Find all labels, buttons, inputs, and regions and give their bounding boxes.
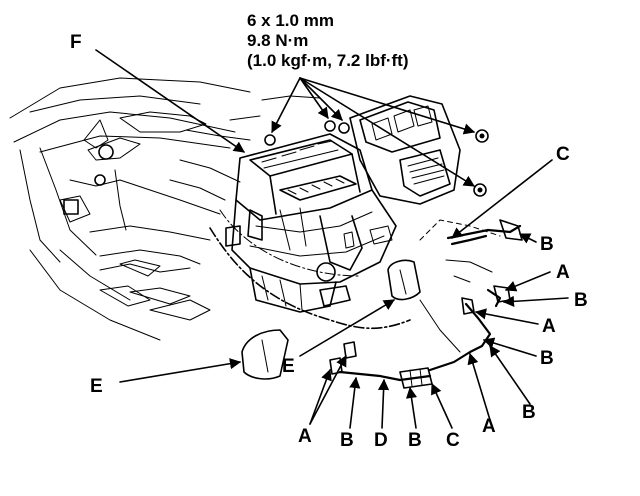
callout-b-3: B — [540, 348, 554, 369]
callout-bottom-a2: A — [482, 416, 496, 437]
torque-nm-label: 9.8 N·m — [247, 31, 308, 50]
duct-e-drawing — [241, 259, 421, 380]
drain-hose-drawing — [209, 209, 523, 389]
callout-f: F — [70, 32, 82, 53]
heater-unit-drawing — [225, 95, 489, 313]
callout-b-2: B — [574, 290, 588, 311]
leader-lines — [95, 49, 569, 429]
callout-e-mid: E — [282, 356, 295, 377]
callout-a-2: A — [542, 316, 556, 337]
callout-e-left: E — [90, 376, 103, 397]
callout-bottom-b1: B — [340, 430, 354, 451]
callout-b-1: B — [540, 234, 554, 255]
torque-alt-label: (1.0 kgf·m, 7.2 lbf·ft) — [247, 51, 409, 70]
callout-labels: F C B A B A B B E E A B D B C A — [70, 32, 588, 451]
callout-bottom-a1: A — [298, 426, 312, 447]
callout-bottom-d: D — [374, 430, 388, 451]
callout-bottom-b2: B — [408, 430, 422, 451]
bolt-size-label: 6 x 1.0 mm — [247, 11, 334, 30]
callout-b-4: B — [522, 402, 536, 423]
callout-c-top: C — [556, 144, 570, 165]
dashboard-frame-drawing — [9, 77, 321, 341]
torque-spec-block: 6 x 1.0 mm 9.8 N·m (1.0 kgf·m, 7.2 lbf·f… — [247, 11, 409, 70]
callout-a-1: A — [556, 262, 570, 283]
callout-bottom-c: C — [446, 430, 460, 451]
